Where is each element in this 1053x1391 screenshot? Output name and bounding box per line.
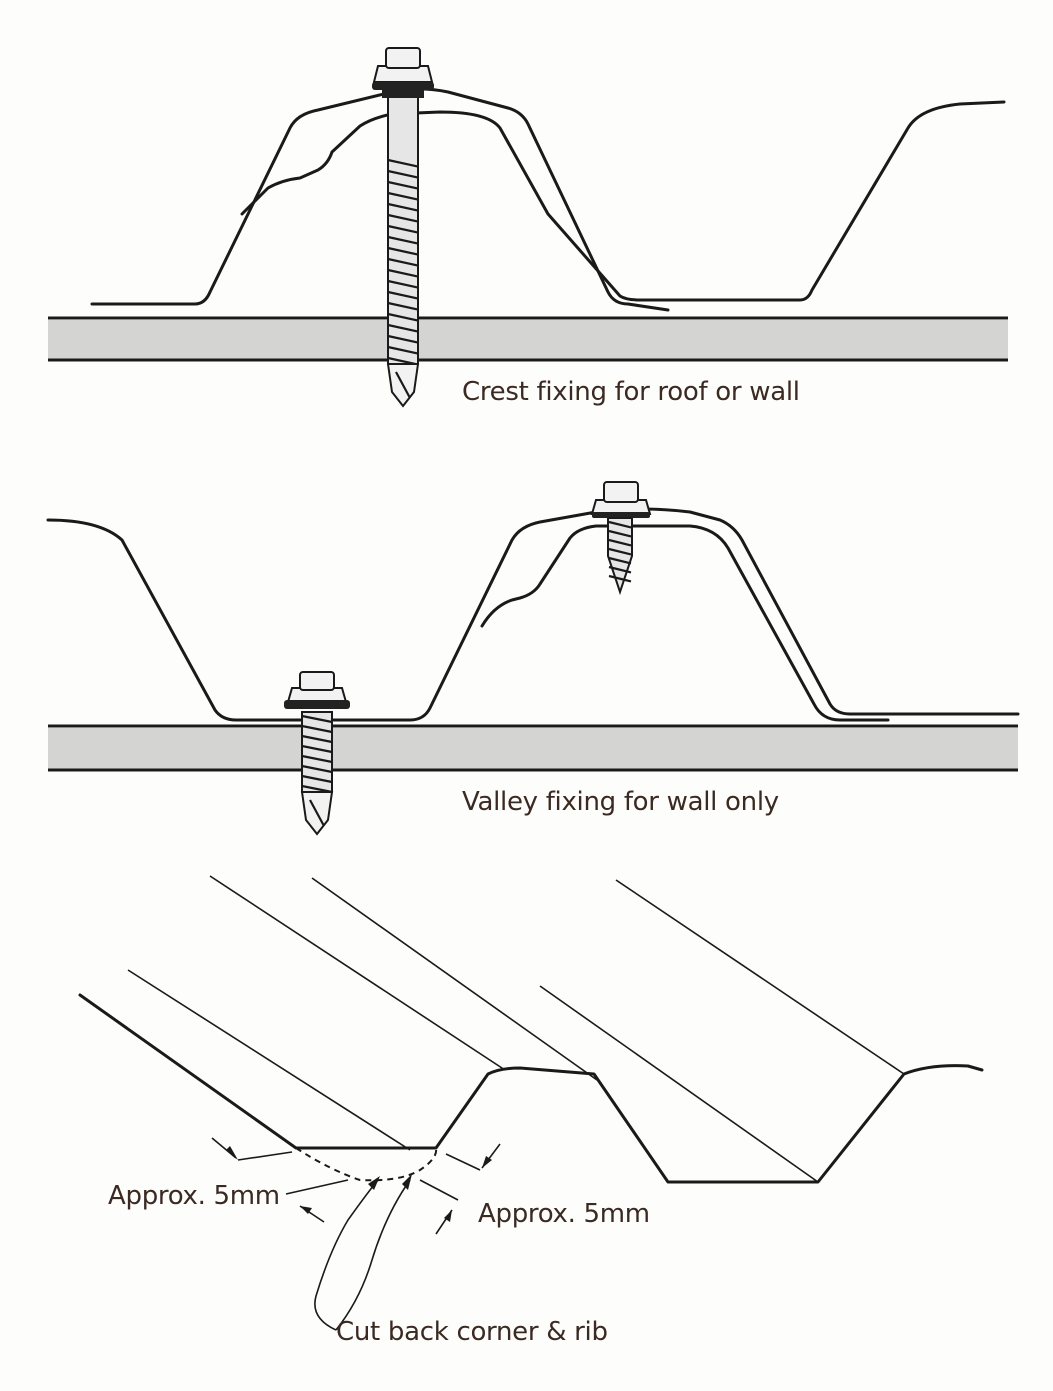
screw-thread: [608, 565, 632, 574]
approx-right-label: Approx. 5mm: [478, 1199, 650, 1229]
screw-thread: [387, 290, 419, 300]
screw-thread: [387, 246, 419, 256]
screw-thread: [608, 529, 632, 538]
screw-thread: [301, 724, 333, 734]
approx-left-label: Approx. 5mm: [108, 1181, 280, 1211]
screw-thread: [301, 714, 333, 724]
screw-thread: [301, 764, 333, 774]
valley-lower-sheet: [480, 524, 890, 722]
cut-back-label: Cut back corner & rib: [336, 1317, 608, 1347]
left-dimension-arrows: [211, 1137, 349, 1223]
crest-lower-sheet: [240, 100, 1006, 302]
screw-thread: [387, 334, 419, 344]
valley-screw: [284, 671, 350, 836]
screw-thread: [387, 158, 419, 168]
cut-back-pointer: [314, 1174, 412, 1331]
screw-thread: [608, 574, 632, 583]
screw-thread: [301, 744, 333, 754]
crest-screw: [372, 47, 434, 408]
screw-thread: [387, 301, 419, 311]
valley-fixing-figure: Valley fixing for wall only: [46, 481, 1020, 836]
screw-thread: [301, 754, 333, 764]
screw-thread: [608, 538, 632, 547]
crest-fixing-caption: Crest fixing for roof or wall: [462, 377, 800, 407]
screw-thread: [387, 191, 419, 201]
screw-thread: [387, 312, 419, 322]
right-dimension-arrows: [419, 1143, 501, 1235]
cut-line: [295, 1147, 438, 1182]
stitch-screw: [590, 481, 652, 596]
screw-thread: [387, 213, 419, 223]
screw-thread: [387, 257, 419, 267]
cut-back-figure: Approx. 5mm Approx. 5mm Cut back corner …: [78, 875, 984, 1347]
screw-thread: [387, 169, 419, 179]
screw-thread: [608, 547, 632, 556]
screw-thread: [608, 520, 632, 529]
screw-thread: [387, 345, 419, 355]
screw-thread: [387, 268, 419, 278]
screw-thread: [387, 180, 419, 190]
valley-purlin: [48, 724, 1018, 772]
valley-upper-sheet: [46, 507, 1020, 722]
screw-thread: [387, 224, 419, 234]
screw-thread: [301, 774, 333, 784]
screw-thread: [387, 323, 419, 333]
cut-back-sheet-profile: [78, 993, 984, 1184]
screw-thread: [301, 734, 333, 744]
crest-upper-sheet: [90, 87, 670, 312]
valley-fixing-caption: Valley fixing for wall only: [462, 787, 779, 817]
screw-thread: [608, 556, 632, 565]
screw-thread: [387, 202, 419, 212]
screw-thread: [387, 279, 419, 289]
screw-thread: [387, 235, 419, 245]
crest-fixing-figure: Crest fixing for roof or wall: [48, 47, 1008, 408]
crest-purlin: [48, 316, 1008, 362]
